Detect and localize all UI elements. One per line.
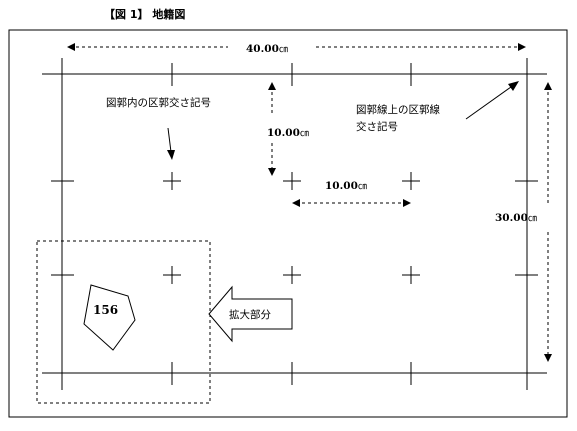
edge-cross-pointer (465, 81, 519, 120)
arrowhead-down-icon (268, 168, 276, 176)
enlarge-pointer: 拡大部分 (208, 285, 293, 343)
inner-cross (163, 266, 181, 284)
height-dimension: 30.00㎝ (495, 82, 552, 362)
arrowhead-up-right-icon (508, 81, 519, 91)
grid-y-dimension: 10.00㎝ (267, 82, 309, 176)
figure-caption: 【図 1】 地籍図 (104, 7, 185, 21)
parcel-156 (83, 284, 136, 351)
map-boundary (42, 58, 547, 390)
arrowhead-down-icon (544, 354, 552, 362)
arrowhead-right-icon (403, 199, 411, 207)
inner-cross-label: 図郭内の区郭交さ記号 (106, 96, 211, 109)
edge-cross-label-line1: 図郭線上の区郭線 (356, 103, 440, 116)
width-dimension-label: 40.00㎝ (246, 43, 288, 55)
inner-cross-marks (163, 172, 420, 284)
inner-cross (402, 266, 420, 284)
inner-cross (163, 172, 181, 190)
height-dimension-label: 30.00㎝ (495, 212, 537, 224)
block-arrow-left-icon (208, 285, 293, 343)
inner-cross (283, 266, 301, 284)
arrowhead-up-icon (268, 82, 276, 90)
inner-cross-pointer (167, 127, 175, 160)
grid-x-dimension: 10.00㎝ (292, 180, 411, 207)
outer-frame (8, 29, 568, 418)
enlarge-label: 拡大部分 (229, 308, 271, 321)
edge-cross-label-line2: 交さ記号 (356, 120, 398, 133)
inner-cross (402, 172, 420, 190)
inner-cross (283, 172, 301, 190)
parcel-number: 156 (93, 303, 118, 317)
arrowhead-left-icon (67, 43, 75, 51)
arrowhead-right-icon (518, 43, 526, 51)
arrowhead-left-icon (292, 199, 300, 207)
enlarge-area-box (36, 240, 211, 404)
grid-x-dimension-label: 10.00㎝ (325, 180, 367, 192)
width-dimension: 40.00㎝ (67, 43, 526, 55)
arrowhead-up-icon (544, 82, 552, 90)
grid-y-dimension-label: 10.00㎝ (267, 127, 309, 139)
edge-cross-marks (51, 63, 538, 385)
arrowhead-down-icon (167, 150, 175, 160)
